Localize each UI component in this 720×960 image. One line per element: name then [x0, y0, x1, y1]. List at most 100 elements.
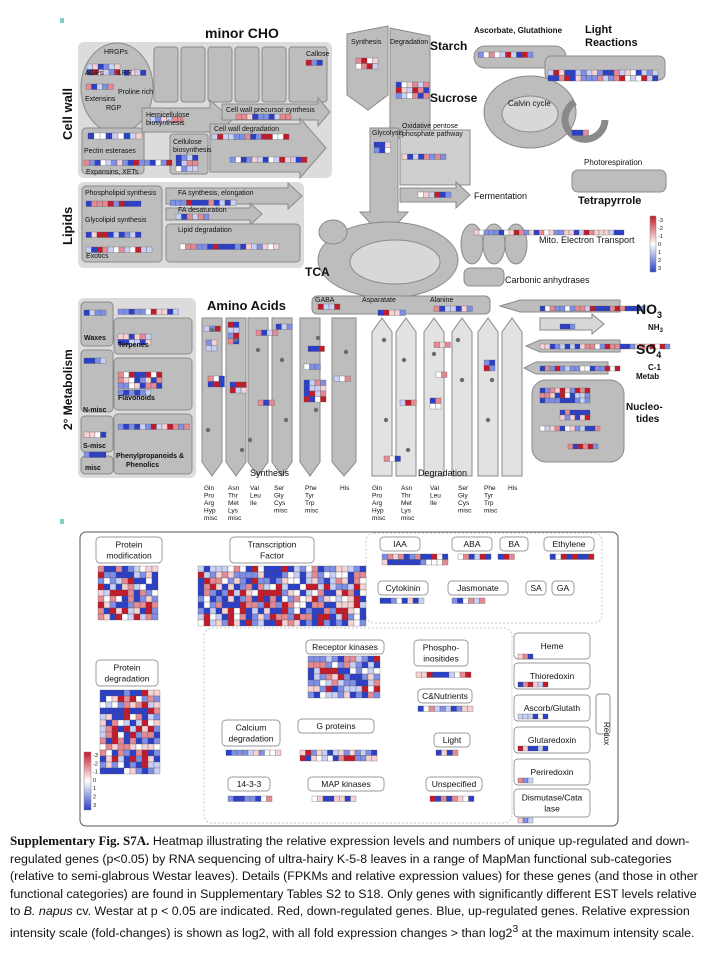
gene-cell [268, 156, 275, 163]
gene-cell [97, 613, 105, 621]
gene-cell [115, 601, 123, 609]
gene-cell [117, 713, 125, 721]
cytokinin-box-label: Cytokinin [386, 583, 421, 593]
ethylene-box-label: Ethylene [552, 539, 585, 549]
gene-cell [221, 571, 229, 579]
light-reactions-label-2: Reactions [585, 37, 638, 49]
gene-cell [313, 345, 320, 352]
gene-cell [331, 673, 339, 681]
gene-cell [266, 133, 273, 140]
gene-cell [396, 597, 403, 604]
gene-cell [100, 357, 107, 364]
regulation-overview: ProteinmodificationTranscriptionFactorIA… [79, 531, 619, 827]
gene-cell [144, 159, 151, 166]
gene-cell [435, 795, 442, 802]
gene-cell [83, 357, 90, 364]
gene-cell [586, 69, 593, 76]
gene-cell [155, 159, 162, 166]
gene-cell [215, 595, 223, 603]
gene-cell [341, 601, 349, 609]
gene-cell [124, 200, 131, 207]
gene-cell [263, 601, 271, 609]
cytokinin-box: Cytokinin [377, 580, 429, 596]
gene-cell [129, 749, 137, 757]
aba-box-label: ABA [463, 539, 480, 549]
metabolism-gene-grid [211, 133, 290, 140]
gene-cell [111, 689, 119, 697]
gene-cell [335, 565, 343, 573]
gene-cell [186, 199, 193, 206]
gene-cell [589, 305, 596, 312]
gene-cell [135, 749, 143, 757]
gene-cell [584, 387, 591, 394]
gene-cell [355, 679, 363, 687]
gene-cell [117, 725, 125, 733]
gene-cell [100, 159, 107, 166]
aspartate-label: Asparatate [362, 297, 396, 304]
gene-cell [331, 685, 339, 693]
gene-cell [614, 305, 621, 312]
gene-cell [191, 199, 198, 206]
gene-cell [133, 589, 141, 597]
amino-acids-label: Amino Acids [207, 298, 286, 313]
gene-cell [554, 365, 561, 372]
aa-dot [405, 447, 411, 453]
gene-cell [353, 619, 361, 627]
ba-box-label: BA [508, 539, 520, 549]
gene-cell [574, 365, 581, 372]
gene-cell [139, 371, 146, 378]
gene-cell [385, 597, 392, 604]
gene-cell [85, 200, 92, 207]
gene-cell [150, 382, 157, 389]
gene-cell [299, 749, 306, 756]
oppp-label-2: phosphate pathway [402, 131, 463, 138]
c-nutrients-box: C&Nutrients [417, 688, 473, 704]
gene-cell [431, 559, 438, 566]
gene-cell [258, 749, 265, 756]
aa-degradation-arrow [371, 317, 393, 477]
gene-cell [124, 231, 131, 238]
gene-cell [373, 667, 381, 675]
gene-cell [283, 133, 290, 140]
gene-cell [99, 713, 107, 721]
heme-box-frame [513, 632, 591, 660]
gene-cell [105, 725, 113, 733]
gene-cell [646, 69, 653, 76]
gene-cell [574, 387, 581, 394]
gene-cell [141, 725, 149, 733]
gene-cell [341, 565, 349, 573]
gene-cell [153, 767, 161, 775]
lipid-degradation-label: Lipid degradation [178, 227, 232, 234]
phosphoinositides-box-label: Phospho- [423, 643, 460, 653]
gene-cell [353, 595, 361, 603]
gene-cell [105, 159, 112, 166]
gene-cell [403, 559, 410, 566]
lrr-label: LRR [118, 70, 132, 77]
aa-dot [489, 377, 495, 383]
aa-group-word: misc [204, 515, 218, 522]
gene-cell [121, 607, 129, 615]
gene-cell [263, 619, 271, 627]
gene-cell [209, 571, 217, 579]
ba-box: BA [499, 536, 529, 552]
gene-cell [185, 243, 192, 250]
gene-cell [219, 199, 226, 206]
gene-cell [99, 737, 107, 745]
gene-cell [599, 305, 606, 312]
gene-cell [117, 371, 124, 378]
gene-cell [321, 749, 328, 756]
gene-cell [115, 577, 123, 585]
gene-cell [646, 75, 653, 82]
gene-cell [197, 619, 205, 627]
gene-cell [559, 365, 566, 372]
fermentation-label: Fermentation [474, 191, 527, 201]
gene-cell [329, 601, 337, 609]
aa-degradation-arrow [395, 317, 417, 477]
metabolism-gene-grid [539, 305, 651, 312]
gene-cell [335, 571, 343, 579]
gene-cell [92, 63, 99, 70]
gene-cell [305, 755, 312, 762]
mito-scale-tick: -2 [658, 226, 663, 232]
gene-cell [334, 303, 341, 310]
jasmonate-box-frame [447, 580, 509, 596]
